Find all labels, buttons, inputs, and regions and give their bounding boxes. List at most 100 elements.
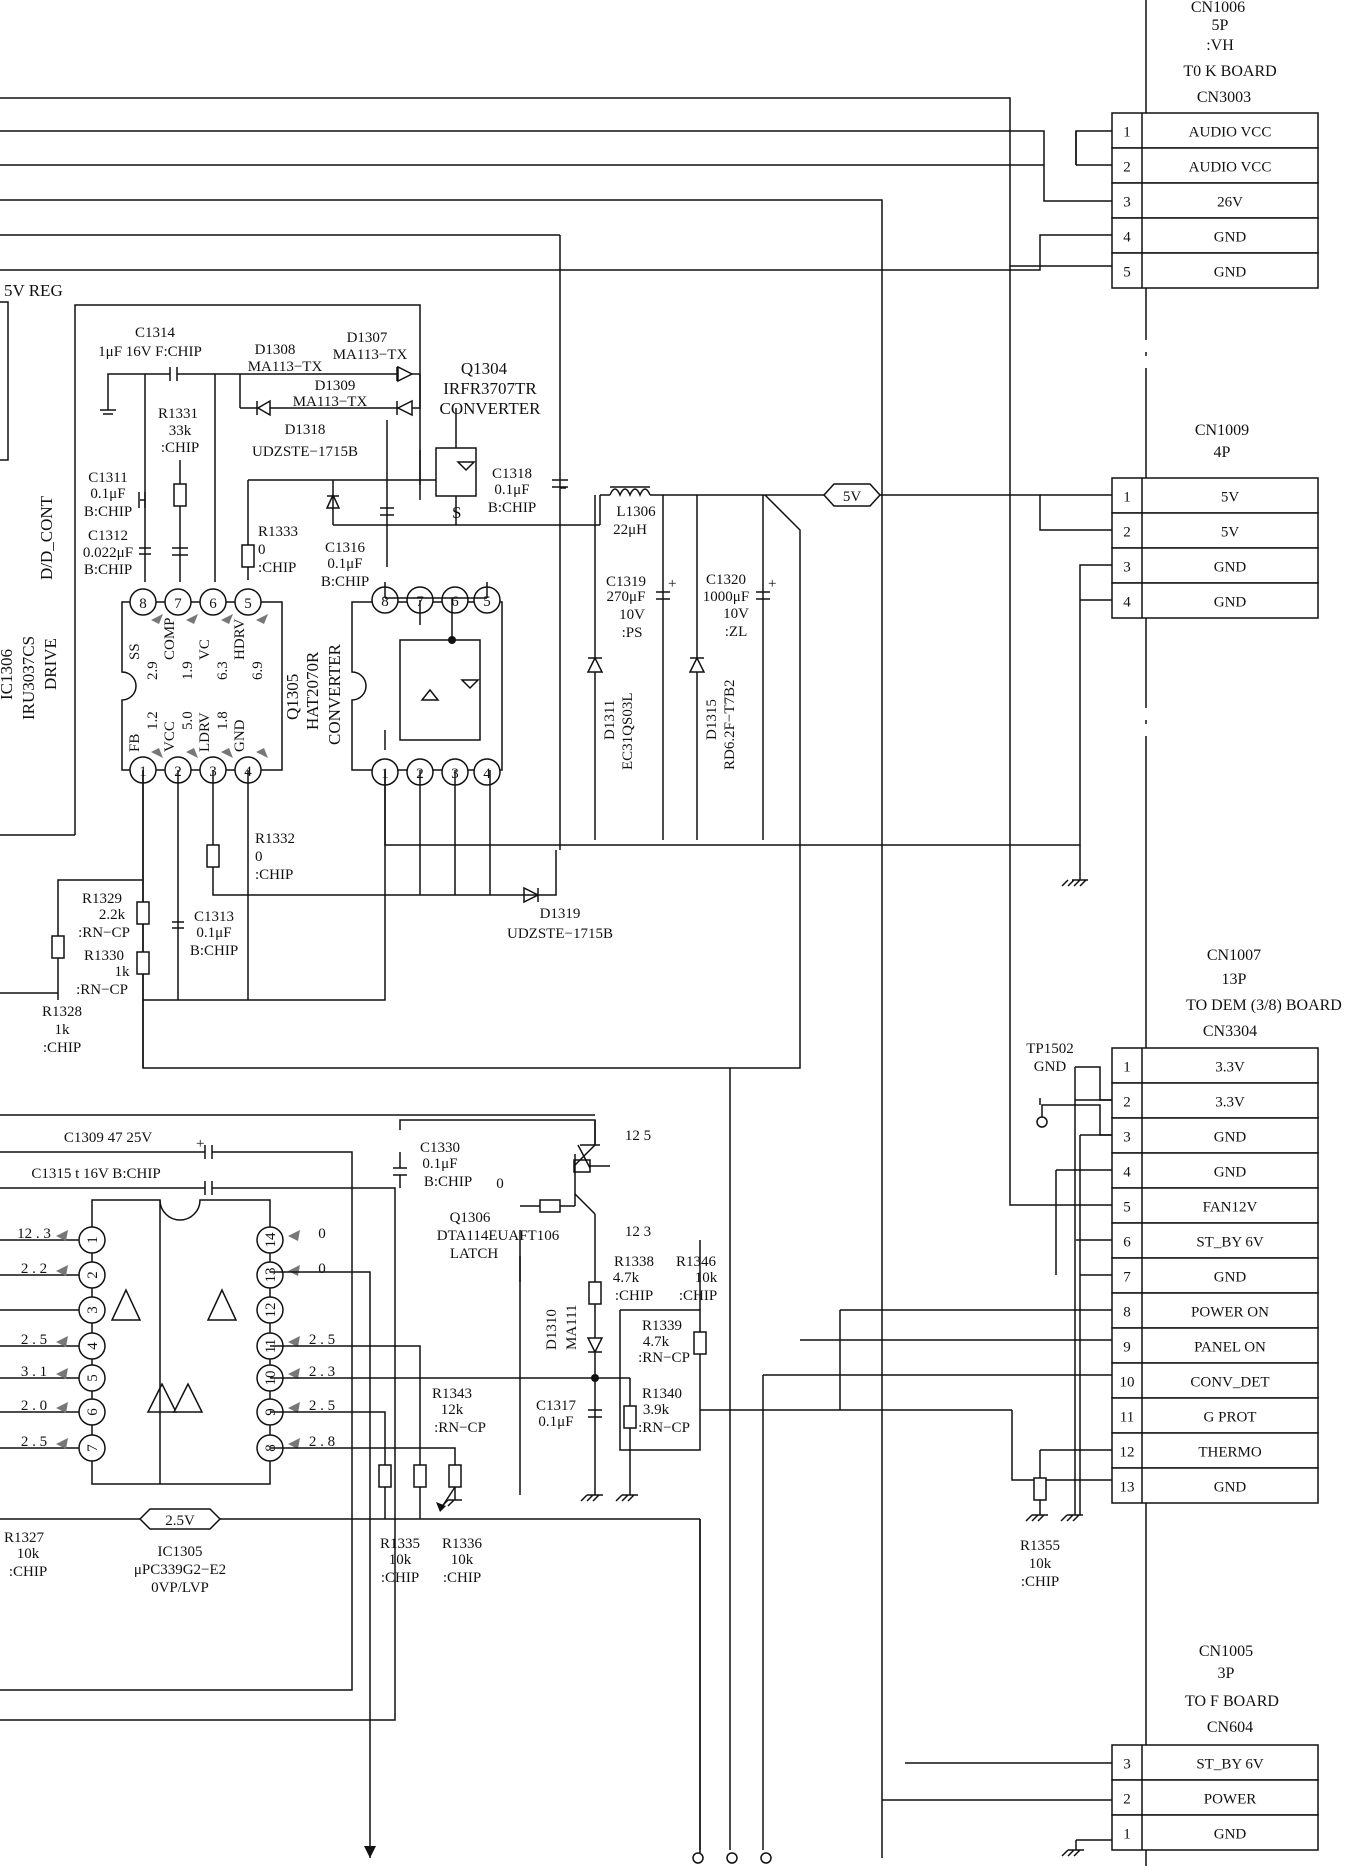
ic1305-pin-number: 3 [85, 1306, 101, 1314]
ic1306-pin-name: SS [127, 643, 143, 660]
svg-text:C1316: C1316 [325, 540, 366, 556]
ic1305-pin-voltage: 2 . 5 [21, 1434, 47, 1450]
svg-text:0: 0 [258, 542, 266, 558]
ic1305-voltage-marker [56, 1402, 68, 1413]
cn1006-row [1111, 217, 1319, 254]
svg-text:D1311: D1311 [602, 700, 618, 740]
svg-text::CHIP: :CHIP [9, 1564, 47, 1580]
cn1007-pins: 13P [1222, 971, 1247, 988]
ic1306-pin-voltage: 1.2 [145, 711, 161, 730]
wires-top [0, 97, 1112, 1858]
cn1005-row [1111, 1814, 1319, 1851]
ic1305-pin-number: 4 [85, 1342, 101, 1350]
svg-text:MA113−TX: MA113−TX [293, 394, 368, 410]
svg-text:R1355: R1355 [1020, 1538, 1060, 1554]
q1305-pin-number: 8 [381, 594, 389, 610]
svg-text:IC1305: IC1305 [158, 1544, 203, 1560]
bottom-terminals [692, 1068, 1112, 1864]
cn1007-row [1111, 1467, 1319, 1504]
svg-text:GND: GND [1034, 1059, 1067, 1075]
ic1305-pin [78, 1434, 106, 1462]
svg-text:D1308: D1308 [255, 342, 296, 358]
cn1006-type: :VH [1206, 37, 1234, 54]
ic1306-pin-voltage: 1.9 [180, 661, 196, 680]
cn1005-row [1111, 1779, 1319, 1816]
cn1006-pins: 5P [1212, 17, 1229, 34]
svg-text:μPC339G2−E2: μPC339G2−E2 [134, 1562, 226, 1578]
svg-text:2.5V: 2.5V [165, 1513, 195, 1529]
cn1006-row [1111, 252, 1319, 289]
cn1006-pin-label: GND [1214, 230, 1247, 246]
cn1006-pin-number: 2 [1123, 160, 1131, 176]
cn1005-row [1111, 1744, 1319, 1781]
ic1306-voltage-marker [151, 748, 163, 758]
cn1007-pin-number: 3 [1123, 1130, 1131, 1146]
ic1305-pin-number: 14 [263, 1232, 279, 1248]
svg-text:0.1μF: 0.1μF [538, 1414, 573, 1430]
svg-text::PS: :PS [622, 625, 643, 641]
ic1305-comp-c [146, 1382, 178, 1413]
svg-text:10k: 10k [451, 1552, 474, 1568]
cn1007-row [1111, 1257, 1319, 1294]
svg-text:MA113−TX: MA113−TX [248, 359, 323, 375]
svg-text:10k: 10k [1029, 1556, 1052, 1572]
ic1305-pin-number: 1 [85, 1236, 101, 1244]
cn1009-row [1111, 477, 1319, 514]
ic1305-voltage-marker [56, 1230, 68, 1241]
ic1306-pin-voltage: 6.3 [215, 661, 231, 680]
dd-cont-label: D/D_CONT [37, 495, 56, 580]
svg-text:12 5: 12 5 [625, 1128, 651, 1144]
svg-text:+: + [768, 576, 776, 592]
svg-text:22μH: 22μH [613, 522, 647, 538]
svg-text:B:CHIP: B:CHIP [190, 943, 238, 959]
ic1306-voltage-marker [221, 614, 233, 624]
cn1006-pin-label: 26V [1217, 195, 1243, 211]
ic1305-pin-voltage: 3 . 1 [21, 1364, 47, 1380]
svg-text:D1319: D1319 [540, 906, 581, 922]
svg-text:10V: 10V [619, 607, 645, 623]
cn1005-dest: TO F BOARD [1185, 1693, 1279, 1710]
ic1306-pin [234, 588, 262, 616]
ic1305-pin-voltage: 2 . 5 [309, 1332, 335, 1348]
cn1007-pin-number: 8 [1123, 1305, 1131, 1321]
cn1007-pin-number: 7 [1123, 1270, 1131, 1286]
svg-text:CONVERTER: CONVERTER [440, 399, 542, 418]
cn1007-row [1111, 1397, 1319, 1434]
svg-text:EC31QS03L: EC31QS03L [620, 692, 636, 770]
cn1007-row [1111, 1292, 1319, 1329]
svg-text:R1343: R1343 [432, 1386, 472, 1402]
cn1006-pin-label: GND [1214, 265, 1247, 281]
ic1306-pin-number: 6 [209, 596, 217, 612]
svg-text:UDZSTE−1715B: UDZSTE−1715B [507, 926, 613, 942]
cn1007-pin-label: G PROT [1204, 1410, 1257, 1426]
cn1009-pin-label: 5V [1221, 525, 1240, 541]
ic1306-pin [164, 588, 192, 616]
cn1006-pin-number: 4 [1123, 230, 1131, 246]
cn1009-pin-number: 4 [1123, 595, 1131, 611]
cn1007-pin-number: 11 [1120, 1410, 1134, 1426]
cn1006-pin-number: 1 [1123, 125, 1131, 141]
svg-text:4.7k: 4.7k [643, 1334, 670, 1350]
cn1005-title: CN1005 [1199, 1643, 1253, 1660]
cn1007-title: CN1007 [1207, 947, 1261, 964]
ic1305-voltage-marker [288, 1368, 300, 1379]
ic1306-pin-name: GND [232, 719, 248, 752]
ic1305-voltage-marker [288, 1336, 300, 1347]
svg-text:+: + [668, 576, 676, 592]
svg-text::CHIP: :CHIP [1021, 1574, 1059, 1590]
cn1009-row [1111, 582, 1319, 619]
q1304: Q1304 IRFR3707TR CONVERTER S C1318 0.1μF… [247, 359, 600, 580]
svg-text:D1309: D1309 [315, 378, 356, 394]
cn1007-row [1111, 1327, 1319, 1364]
cn1005-pin-number: 2 [1123, 1792, 1131, 1808]
cn1005-pin-number: 3 [1123, 1757, 1131, 1773]
svg-text:0.1μF: 0.1μF [196, 925, 231, 941]
svg-text:L1306: L1306 [616, 504, 656, 520]
latch-area: C1330 0.1μF B:CHIP 12 5 0 12 3 Q1306 DTA… [270, 1119, 1012, 1858]
ic1306-pin-number: 7 [174, 596, 182, 612]
cn1006-row [1111, 147, 1319, 184]
svg-text:1μF 16V F:CHIP: 1μF 16V F:CHIP [98, 344, 202, 360]
svg-text:IRU3037CS: IRU3037CS [19, 636, 38, 720]
ic1305-pin-voltage: 2 . 3 [309, 1364, 335, 1380]
cn1006-pin-number: 3 [1123, 195, 1131, 211]
